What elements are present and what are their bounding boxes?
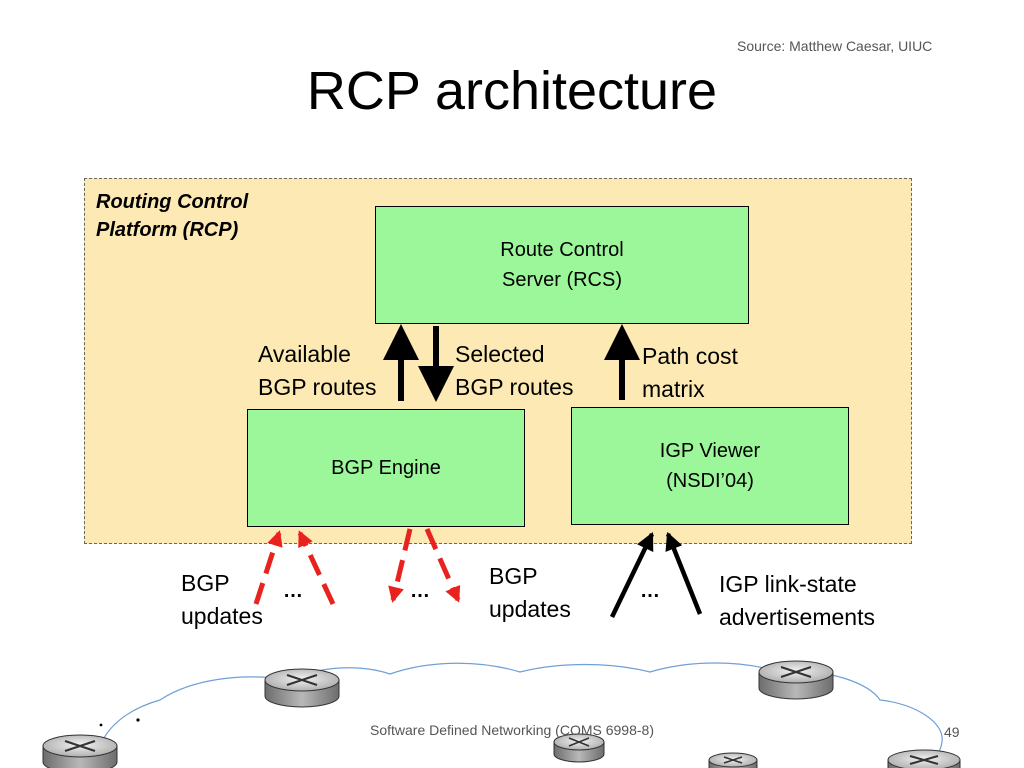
rcs-label-line1: Route Control — [500, 239, 624, 261]
bgp-updates-right-line2: updates — [489, 596, 571, 622]
bgp-update-in-arrow-1 — [253, 530, 283, 605]
path-cost-label-line2: matrix — [642, 376, 705, 402]
bgp-engine-box: BGP Engine — [247, 409, 525, 527]
igp-advertisements-label: IGP link-state advertisements — [719, 568, 875, 634]
igp-ads-line1: IGP link-state — [719, 571, 857, 597]
available-label-line1: Available — [258, 341, 351, 367]
ellipsis-middle: … — [410, 580, 430, 602]
ellipsis-right: … — [640, 580, 660, 602]
router-icon — [42, 734, 118, 768]
router-icon — [264, 668, 340, 708]
selected-label-line2: BGP routes — [455, 374, 574, 400]
ellipsis-left: … — [283, 580, 303, 602]
rcs-label-line2: Server (RCS) — [501, 269, 622, 291]
igp-viewer-box: IGP Viewer (NSDI’04) — [571, 407, 849, 525]
page-number: 49 — [944, 724, 960, 740]
igp-viewer-label-line1: IGP Viewer — [659, 440, 761, 462]
igp-advert-arrow-1 — [609, 531, 655, 618]
route-control-server-box: Route Control Server (RCS) — [375, 206, 749, 324]
available-bgp-routes-label: Available BGP routes — [258, 338, 376, 404]
path-cost-label-line1: Path cost — [642, 343, 738, 369]
network-cloud — [98, 662, 943, 768]
selected-bgp-routes-label: Selected BGP routes — [455, 338, 573, 404]
bgp-updates-right-label: BGP updates — [489, 560, 571, 626]
selected-label-line1: Selected — [455, 341, 545, 367]
router-icon — [758, 660, 834, 700]
platform-label-line2: Platform (RCP) — [96, 219, 239, 241]
bgp-updates-left-line2: updates — [181, 603, 263, 629]
bgp-updates-left-label: BGP updates — [181, 567, 263, 633]
bgp-update-out-arrow-1 — [388, 528, 413, 603]
platform-label-line1: Routing Control — [96, 191, 249, 213]
bgp-update-in-arrow-2 — [297, 530, 336, 606]
slide-footer: Software Defined Networking (COMS 6998-8… — [369, 722, 654, 738]
available-label-line2: BGP routes — [258, 374, 377, 400]
router-icon — [887, 749, 961, 768]
cloud-dot — [136, 718, 140, 722]
router-icon — [708, 752, 758, 768]
igp-advert-arrow-2 — [665, 531, 703, 615]
igp-viewer-label-line2: (NSDI’04) — [666, 470, 754, 492]
router-icon — [553, 733, 605, 763]
source-credit: Source: Matthew Caesar, UIUC — [737, 38, 933, 54]
igp-ads-line2: advertisements — [719, 604, 875, 630]
bgp-engine-label: BGP Engine — [331, 457, 441, 479]
bgp-updates-left-line1: BGP — [181, 570, 230, 596]
path-cost-matrix-label: Path cost matrix — [642, 340, 738, 406]
platform-label: Routing Control Platform (RCP) — [96, 188, 248, 244]
bgp-update-out-arrow-2 — [424, 527, 461, 603]
bgp-updates-right-line1: BGP — [489, 563, 538, 589]
cloud-dot — [99, 723, 103, 727]
slide-title: RCP architecture — [306, 61, 718, 121]
